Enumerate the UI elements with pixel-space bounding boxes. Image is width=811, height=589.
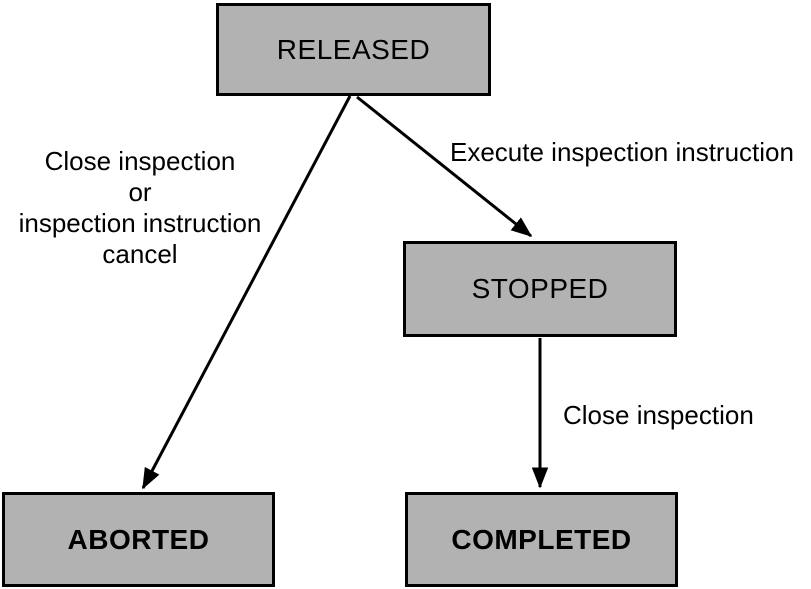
edge-label-released-to-stopped: Execute inspection instruction — [450, 137, 794, 167]
node-released-label: RELEASED — [276, 33, 431, 65]
edge-label-released-to-aborted: Close inspection or inspection instructi… — [18, 146, 262, 269]
node-aborted: ABORTED — [2, 492, 275, 587]
node-released: RELEASED — [216, 3, 491, 96]
edge-label-stopped-to-completed: Close inspection — [563, 400, 754, 430]
node-completed-label: COMPLETED — [451, 523, 632, 555]
node-stopped-label: STOPPED — [471, 273, 609, 304]
node-stopped: STOPPED — [403, 241, 677, 337]
node-aborted-label: ABORTED — [67, 523, 210, 555]
node-completed: COMPLETED — [405, 492, 678, 587]
